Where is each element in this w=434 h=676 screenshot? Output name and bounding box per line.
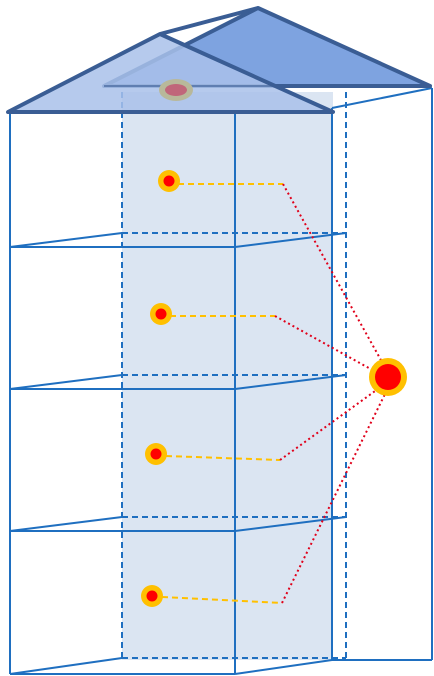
roof-front-gable [6,32,335,114]
horizontal-link-floor-4 [161,596,283,604]
central-source-node [369,358,407,396]
floor-node-2 [155,308,167,320]
floor-node-1 [163,175,175,187]
floor-node-4 [146,590,158,602]
roof-ridge [159,6,259,36]
roof [6,6,432,114]
diagonal-link-floor-4 [281,391,387,604]
roof-vent-ellipse-inner [165,84,187,96]
diagonal-links [274,183,387,604]
front-frame [9,112,347,675]
central-source-node-core [375,364,401,390]
floor-node-3 [150,448,162,460]
horizontal-link-floor-3 [165,455,281,461]
right-frame [234,87,433,675]
diagonal-link-floor-1 [282,183,383,363]
diagonal-link-floor-3 [279,385,383,461]
diagonal-link-floor-2 [274,315,377,373]
horizontal-links [161,183,283,604]
floor-nodes [141,170,180,607]
